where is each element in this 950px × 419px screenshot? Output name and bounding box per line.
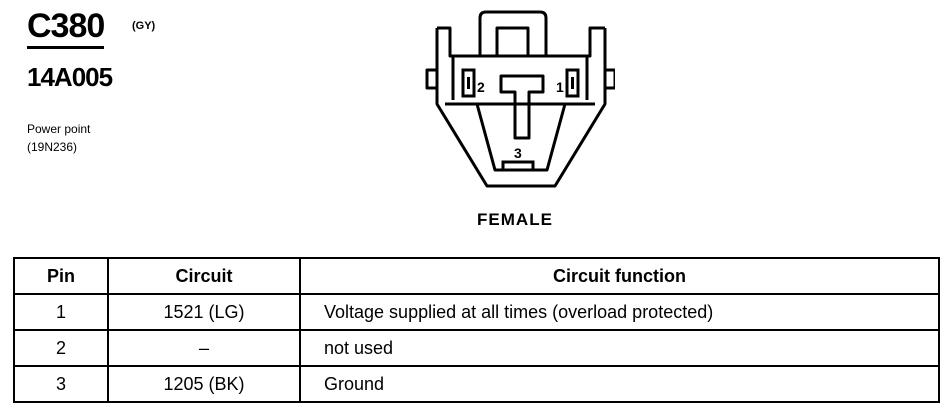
pin-cell: 1: [13, 293, 109, 331]
pin-column-header: Pin: [13, 257, 109, 295]
circuit-column-header: Circuit: [107, 257, 301, 295]
circuit-cell: 1521 (LG): [107, 293, 301, 331]
connector-color-code: (GY): [132, 20, 156, 32]
circuit-function-column-header: Circuit function: [299, 257, 940, 295]
table-row: 3 1205 (BK) Ground: [13, 365, 940, 403]
circuit-cell: –: [107, 329, 301, 367]
pin-2-terminal: [461, 68, 476, 98]
pin-label-1: 1: [556, 79, 564, 95]
pin-3-terminal: [501, 160, 535, 172]
circuit-function-cell: not used: [299, 329, 940, 367]
pin-label-3: 3: [514, 145, 522, 161]
connector-face-svg: 2 1 3: [425, 10, 617, 188]
table-row: 2 – not used: [13, 329, 940, 367]
pin-1-terminal: [565, 68, 580, 98]
circuit-cell: 1205 (BK): [107, 365, 301, 403]
pin-cell: 2: [13, 329, 109, 367]
pin-table-header-row: Pin Circuit Circuit function: [13, 257, 940, 295]
connector-id: C380: [27, 8, 105, 49]
component-reference: (19N236): [27, 140, 78, 154]
connector-face-diagram: 2 1 3: [425, 8, 617, 194]
circuit-function-cell: Ground: [299, 365, 940, 403]
connector-gender-label: FEMALE: [477, 210, 553, 229]
pin-label-2: 2: [477, 79, 485, 95]
pin-table: Pin Circuit Circuit function 1 1521 (LG)…: [13, 257, 940, 403]
circuit-function-cell: Voltage supplied at all times (overload …: [299, 293, 940, 331]
table-row: 1 1521 (LG) Voltage supplied at all time…: [13, 293, 940, 331]
component-description: Power point: [27, 122, 91, 136]
part-number: 14A005: [27, 62, 113, 92]
pin-cell: 3: [13, 365, 109, 403]
